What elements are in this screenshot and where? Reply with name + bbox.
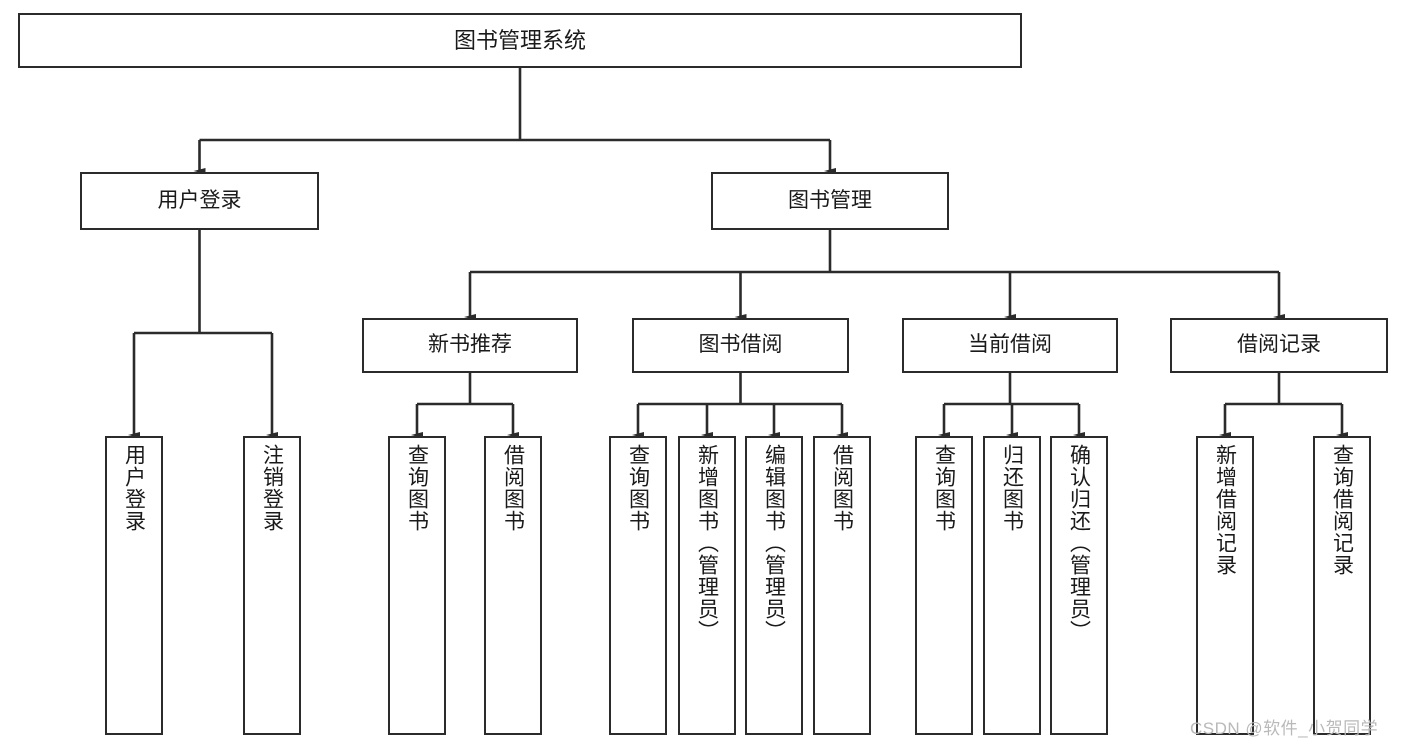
node-label: 确认归还（管理员） <box>1067 444 1091 642</box>
node-leaf-edit-book[interactable]: 编辑图书（管理员） <box>745 436 803 735</box>
node-leaf-return-book[interactable]: 归还图书 <box>983 436 1041 735</box>
node-label: 用户登录 <box>157 188 242 212</box>
node-leaf-confirm-return[interactable]: 确认归还（管理员） <box>1050 436 1108 735</box>
node-book-borrow[interactable]: 图书借阅 <box>632 318 849 373</box>
node-label: 图书管理系统 <box>453 27 586 53</box>
node-leaf-add-book[interactable]: 新增图书（管理员） <box>678 436 736 735</box>
node-leaf-borrow-book-1[interactable]: 借阅图书 <box>484 436 542 735</box>
node-label: 查询图书 <box>932 444 956 532</box>
node-label: 用户登录 <box>122 444 146 532</box>
node-label: 编辑图书（管理员） <box>762 444 786 642</box>
node-leaf-add-record[interactable]: 新增借阅记录 <box>1196 436 1254 735</box>
node-label: 注销登录 <box>260 444 284 532</box>
node-label: 新增图书（管理员） <box>695 444 719 642</box>
node-leaf-query-book-2[interactable]: 查询图书 <box>609 436 667 735</box>
node-label: 新书推荐 <box>428 333 512 357</box>
node-label: 当前借阅 <box>968 333 1052 357</box>
node-label: 查询图书 <box>405 444 429 532</box>
node-current-borrow[interactable]: 当前借阅 <box>902 318 1118 373</box>
node-label: 借阅图书 <box>501 444 525 532</box>
node-label: 查询借阅记录 <box>1330 444 1354 576</box>
node-leaf-user-login[interactable]: 用户登录 <box>105 436 163 735</box>
node-book-manage[interactable]: 图书管理 <box>711 172 949 230</box>
node-label: 查询图书 <box>626 444 650 532</box>
node-label: 图书借阅 <box>698 333 783 357</box>
node-label: 图书管理 <box>788 188 872 212</box>
node-leaf-borrow-book-2[interactable]: 借阅图书 <box>813 436 871 735</box>
node-label: 借阅图书 <box>830 444 854 532</box>
node-label: 借阅记录 <box>1237 333 1321 357</box>
csdn-watermark: CSDN @软件_小贺同学 <box>1190 719 1379 738</box>
node-leaf-query-book-3[interactable]: 查询图书 <box>915 436 973 735</box>
node-new-book-rec[interactable]: 新书推荐 <box>362 318 578 373</box>
node-label: 归还图书 <box>1000 444 1024 532</box>
node-leaf-query-record[interactable]: 查询借阅记录 <box>1313 436 1371 735</box>
node-label: 新增借阅记录 <box>1213 444 1237 576</box>
node-user-login[interactable]: 用户登录 <box>80 172 319 230</box>
node-leaf-logout[interactable]: 注销登录 <box>243 436 301 735</box>
node-borrow-record[interactable]: 借阅记录 <box>1170 318 1388 373</box>
node-root[interactable]: 图书管理系统 <box>18 13 1022 68</box>
node-leaf-query-book-1[interactable]: 查询图书 <box>388 436 446 735</box>
